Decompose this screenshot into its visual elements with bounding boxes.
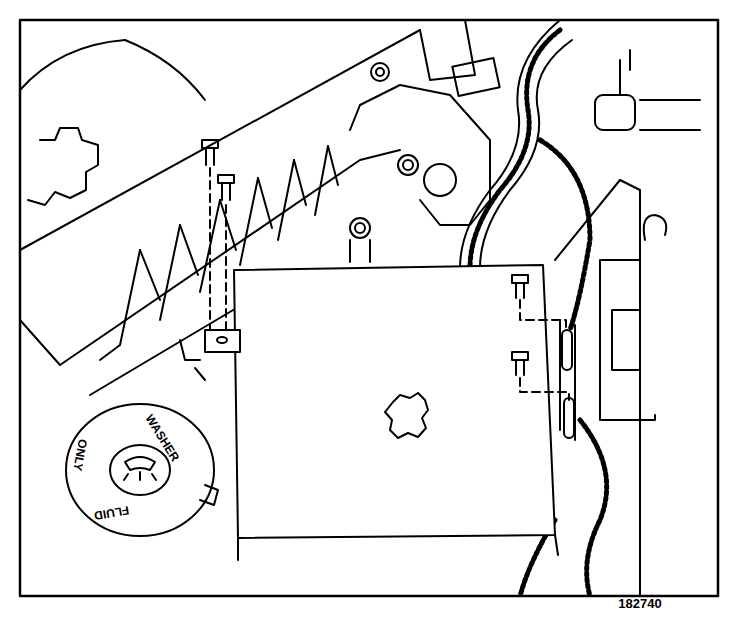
figure-number: 182740	[618, 597, 661, 610]
side-component	[555, 50, 700, 596]
hose-outline	[460, 20, 572, 268]
figure-frame	[20, 20, 718, 596]
fastener-bolts	[180, 140, 569, 400]
washer-cap	[66, 404, 218, 536]
lobed-cap	[20, 40, 205, 205]
cover-plate	[234, 265, 575, 560]
